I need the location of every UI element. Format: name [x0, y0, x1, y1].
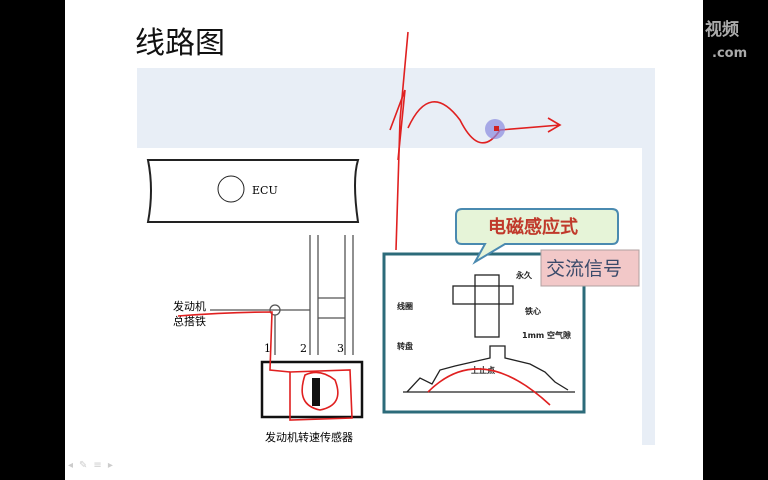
- pen-annotations: [177, 31, 562, 421]
- signal-label: 交流信号: [546, 258, 622, 280]
- signal-label-box: [540, 249, 640, 287]
- transistor-icon: [217, 175, 245, 203]
- pin-2: 2: [300, 342, 307, 355]
- slideshow-controls[interactable]: ◂✎≡▸: [68, 460, 119, 471]
- next-icon[interactable]: ▸: [107, 460, 119, 471]
- prev-icon[interactable]: ◂: [68, 460, 80, 471]
- pen-icon[interactable]: ✎: [79, 460, 94, 471]
- pin-1: 1: [264, 342, 271, 355]
- slide-title: 线路图: [135, 26, 225, 61]
- watermark-domain: .com: [712, 46, 748, 61]
- ecu-box: [146, 159, 360, 223]
- ground-label-2: 总搭铁: [173, 314, 206, 328]
- part-tdc: 上止点: [471, 365, 495, 375]
- watermark: 视频: [705, 20, 739, 40]
- sensor-label: 发动机转速传感器: [265, 430, 353, 444]
- part-disc: 转盘: [397, 341, 413, 351]
- part-core: 铁心: [525, 306, 541, 316]
- part-magnet: 永久: [515, 270, 533, 280]
- ecu-label: ECU: [252, 184, 278, 197]
- pin-3: 3: [337, 342, 344, 355]
- callout-bubble: [455, 208, 619, 265]
- ground-label: 发动机: [173, 299, 206, 313]
- part-gap: 1mm 空气隙: [522, 330, 571, 340]
- callout-type: 电磁感应式: [488, 216, 578, 238]
- menu-icon[interactable]: ≡: [93, 460, 108, 471]
- sensor-box: [260, 360, 364, 419]
- part-coil: 线圈: [397, 301, 413, 311]
